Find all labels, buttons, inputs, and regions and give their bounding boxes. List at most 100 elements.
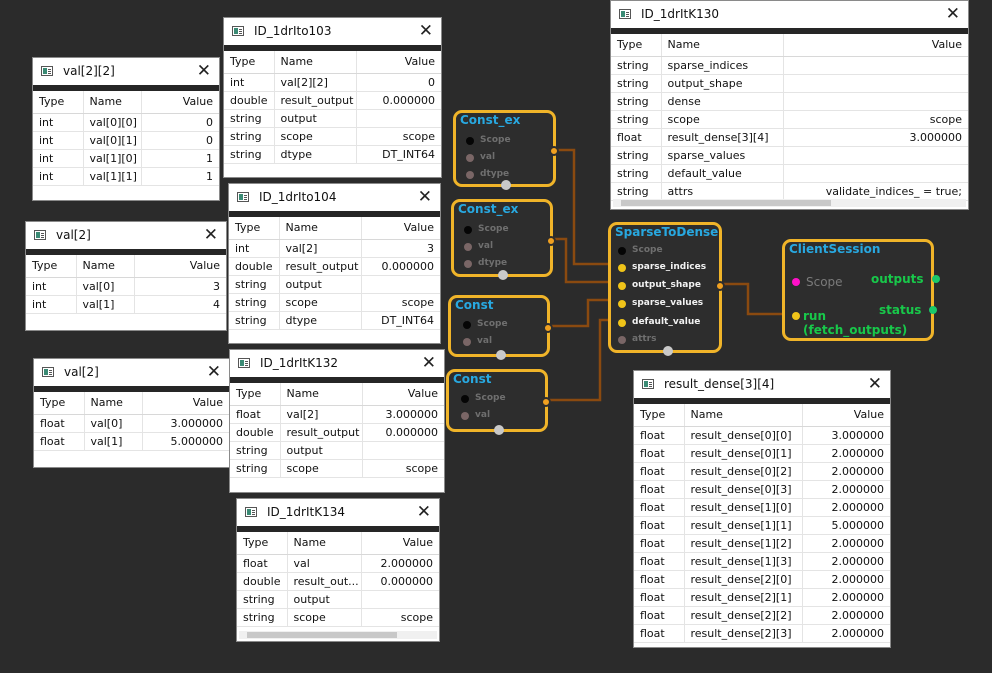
port-scope[interactable]: Scope	[466, 135, 511, 145]
port-scope[interactable]: Scope	[792, 275, 843, 289]
bottom-port[interactable]	[498, 270, 508, 280]
close-icon[interactable]: ✕	[203, 225, 218, 245]
port-run[interactable]: run(fetch_outputs)	[792, 309, 907, 337]
close-icon[interactable]: ✕	[196, 61, 211, 81]
port-default-value[interactable]: default_value	[618, 317, 700, 327]
window-titlebar[interactable]: val[2] ✕	[26, 222, 226, 255]
close-icon[interactable]: ✕	[417, 187, 432, 207]
window-titlebar[interactable]: ID_1drIto104 ✕	[229, 184, 440, 217]
port-scope[interactable]: Scope	[461, 393, 506, 403]
node-const-ex-1[interactable]: Const_ex Scope val dtype	[453, 110, 559, 190]
close-icon[interactable]: ✕	[421, 353, 436, 373]
bottom-port[interactable]	[496, 350, 506, 360]
scrollbar-thumb[interactable]	[621, 200, 831, 206]
port-dtype[interactable]: dtype	[466, 169, 509, 179]
node-const-2[interactable]: Const Scope val	[446, 369, 551, 435]
close-icon[interactable]: ✕	[418, 21, 433, 41]
window-titlebar[interactable]: val[2][2] ✕	[33, 58, 219, 91]
window-titlebar[interactable]: val[2] ✕	[34, 359, 229, 392]
bottom-port[interactable]	[663, 346, 673, 356]
bottom-port[interactable]	[501, 180, 511, 190]
node-sparse-to-dense[interactable]: SparseToDense Scope sparse_indices outpu…	[608, 222, 725, 356]
output-port[interactable]	[549, 146, 559, 156]
port-sparse-values[interactable]: sparse_values	[618, 298, 703, 308]
close-icon[interactable]: ✕	[945, 4, 960, 24]
output-port[interactable]	[543, 323, 553, 333]
port-output-shape[interactable]: output_shape	[618, 280, 701, 290]
window-titlebar[interactable]: result_dense[3][4] ✕	[634, 371, 890, 404]
horizontal-scrollbar[interactable]	[239, 631, 437, 639]
window-titlebar[interactable]: ID_1drItK132 ✕	[230, 350, 444, 383]
bottom-port[interactable]	[494, 425, 504, 435]
port-val[interactable]: val	[464, 241, 493, 251]
horizontal-scrollbar[interactable]	[613, 199, 966, 207]
close-icon[interactable]: ✕	[206, 362, 221, 382]
node-const-ex-2[interactable]: Const_ex Scope val dtype	[451, 199, 556, 280]
port-attrs[interactable]: attrs	[618, 334, 656, 344]
scrollbar-thumb[interactable]	[247, 632, 397, 638]
window-titlebar[interactable]: ID_1drIto103 ✕	[224, 18, 441, 51]
port-outputs[interactable]: outputs	[871, 272, 940, 286]
port-dtype[interactable]: dtype	[464, 258, 507, 268]
node-const-1[interactable]: Const Scope val	[448, 295, 553, 360]
port-scope[interactable]: Scope	[618, 245, 663, 255]
port-sparse-indices[interactable]: sparse_indices	[618, 262, 706, 272]
port-val[interactable]: val	[461, 410, 490, 420]
port-status[interactable]: status	[879, 303, 938, 317]
window-titlebar[interactable]: ID_1drItK134 ✕	[237, 499, 439, 532]
output-port[interactable]	[541, 397, 551, 407]
port-val[interactable]: val	[466, 152, 495, 162]
port-scope[interactable]: Scope	[463, 319, 508, 329]
node-client-session[interactable]: ClientSession Scope outputs status run(f…	[782, 239, 940, 341]
port-val[interactable]: val	[463, 336, 492, 346]
output-port[interactable]	[715, 281, 725, 291]
window-titlebar[interactable]: ID_1drItK130 ✕	[611, 1, 968, 34]
